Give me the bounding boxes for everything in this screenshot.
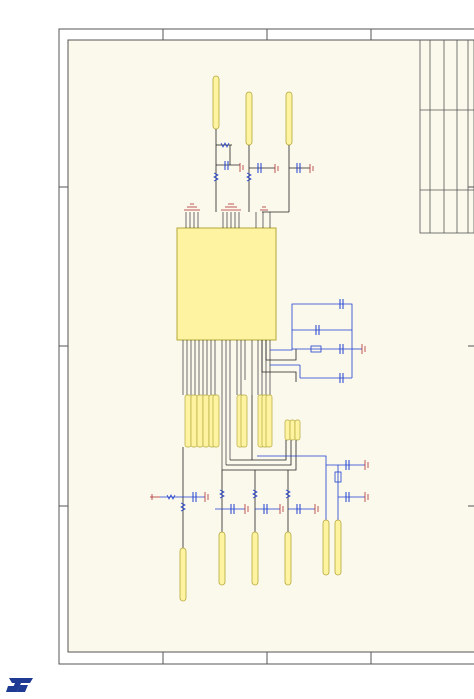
- lower-wires: [182, 395, 297, 548]
- connector-bottom-2: [218, 531, 226, 586]
- right-wires-black: [261, 340, 297, 382]
- resistor-icon: [166, 489, 291, 512]
- connector-bottom-6: [334, 519, 342, 576]
- zone-markers-right: [468, 186, 474, 507]
- sheet-inner-border: [67, 39, 474, 653]
- connector-small: [284, 419, 301, 441]
- resistor-icon: [213, 142, 252, 182]
- power-symbol-icon: [150, 494, 160, 500]
- right-wires-blue: [270, 303, 362, 379]
- ground-icon: [239, 163, 314, 173]
- capacitor-icon: [224, 161, 301, 173]
- top-wires: [215, 129, 310, 213]
- resistor-icon: [310, 345, 322, 353]
- connector-top-3: [285, 91, 293, 146]
- zone-markers-left: [59, 186, 68, 507]
- capacitor-icon: [315, 299, 344, 383]
- connector-bottom-5: [322, 519, 330, 576]
- zone-markers-bottom: [162, 652, 372, 664]
- connector-bottom-1: [179, 547, 187, 602]
- connector-bank-left: [184, 394, 220, 448]
- connector-bank-right: [257, 394, 273, 448]
- connector-bottom-4: [284, 531, 292, 586]
- ic-top-pins: [185, 212, 271, 228]
- connector-bottom-3: [251, 531, 259, 586]
- ground-icon: [361, 344, 366, 354]
- st-logo-icon: [6, 678, 33, 692]
- resistor-icon: [334, 471, 342, 483]
- main-ic: [176, 227, 277, 341]
- connector-bank-middle: [236, 394, 248, 448]
- ground-icon: [204, 460, 369, 514]
- title-block: [419, 39, 474, 234]
- ground-icon: [184, 203, 268, 211]
- capacitor-icon: [192, 460, 350, 514]
- connector-top-2: [245, 91, 253, 146]
- zone-markers-top: [162, 29, 372, 40]
- ic-bottom-pins: [182, 340, 271, 470]
- connector-top-1: [212, 75, 220, 130]
